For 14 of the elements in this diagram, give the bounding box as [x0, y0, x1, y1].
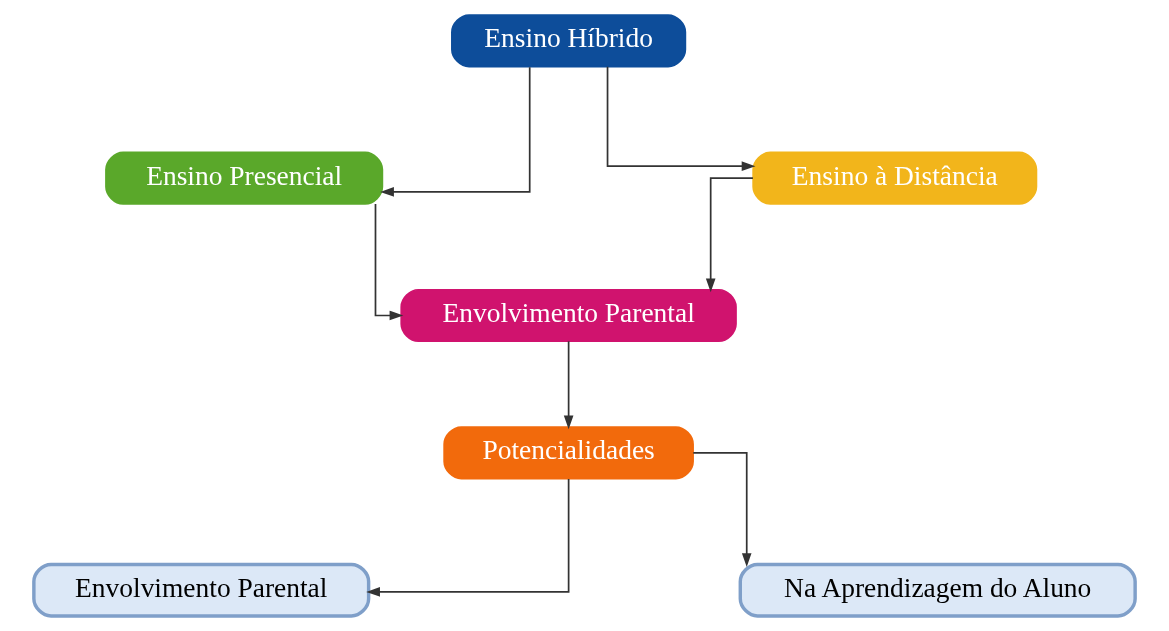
arrow	[380, 66, 531, 197]
arrow	[374, 203, 404, 321]
node-box: Ensino Presencial	[105, 151, 384, 205]
arrow	[563, 340, 574, 430]
node-box: Envolvimento Parental	[400, 288, 737, 343]
node-box: Na Aprendizagem do Aluno	[738, 562, 1137, 618]
arrow	[692, 451, 752, 567]
arrow	[606, 65, 756, 171]
node-box: Ensino Híbrido	[451, 14, 687, 68]
arrow	[366, 478, 570, 597]
node-box: Ensino à Distância	[752, 151, 1038, 205]
node-box: Potencialidades	[443, 426, 694, 480]
arrow	[705, 177, 754, 293]
node-box: Envolvimento Parental	[32, 562, 371, 618]
